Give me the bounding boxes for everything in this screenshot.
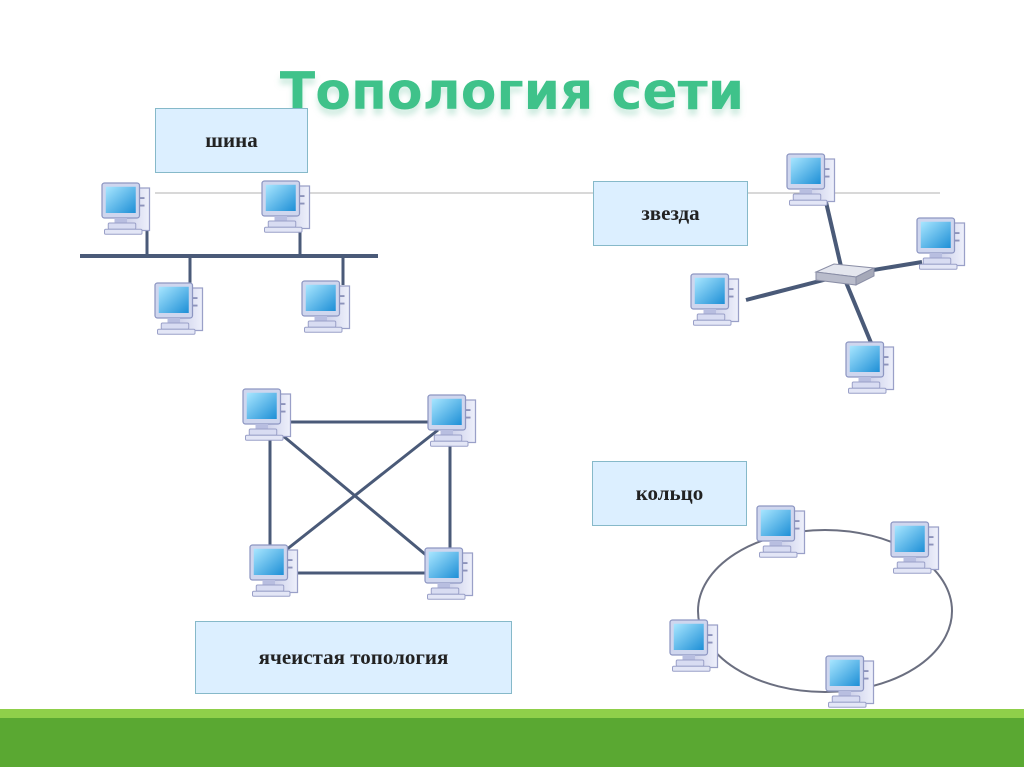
computer-icon [101,182,151,236]
star-label: звезда [593,181,748,246]
footer-accent-bar [0,709,1024,718]
mesh-label: ячеистая топология [195,621,512,694]
star-link [824,201,845,276]
star-topology [690,153,966,395]
computer-icon [301,280,351,334]
star-link [841,274,876,351]
mesh-link [285,428,439,552]
computer-icon [786,153,836,207]
computer-icon [845,341,895,395]
computer-icon [690,273,740,327]
ring-topology [669,505,953,709]
bus-label: шина [155,108,308,173]
computer-icon [890,521,940,575]
computer-icon [916,217,966,271]
bus-topology [80,180,378,336]
ring-cable [697,529,953,693]
computer-icon [242,388,292,442]
mesh-topology [242,388,477,601]
computer-icon [756,505,806,559]
computer-icon [424,547,474,601]
computer-icon [249,544,299,598]
page-title: Топология сети [279,62,745,122]
computer-icon [825,655,875,709]
computer-icon [261,180,311,234]
footer-bar [0,718,1024,767]
hub-icon [814,263,876,286]
computer-icon [154,282,204,336]
ring-label: кольцо [592,461,747,526]
computer-icon [669,619,719,673]
computer-icon [427,394,477,448]
